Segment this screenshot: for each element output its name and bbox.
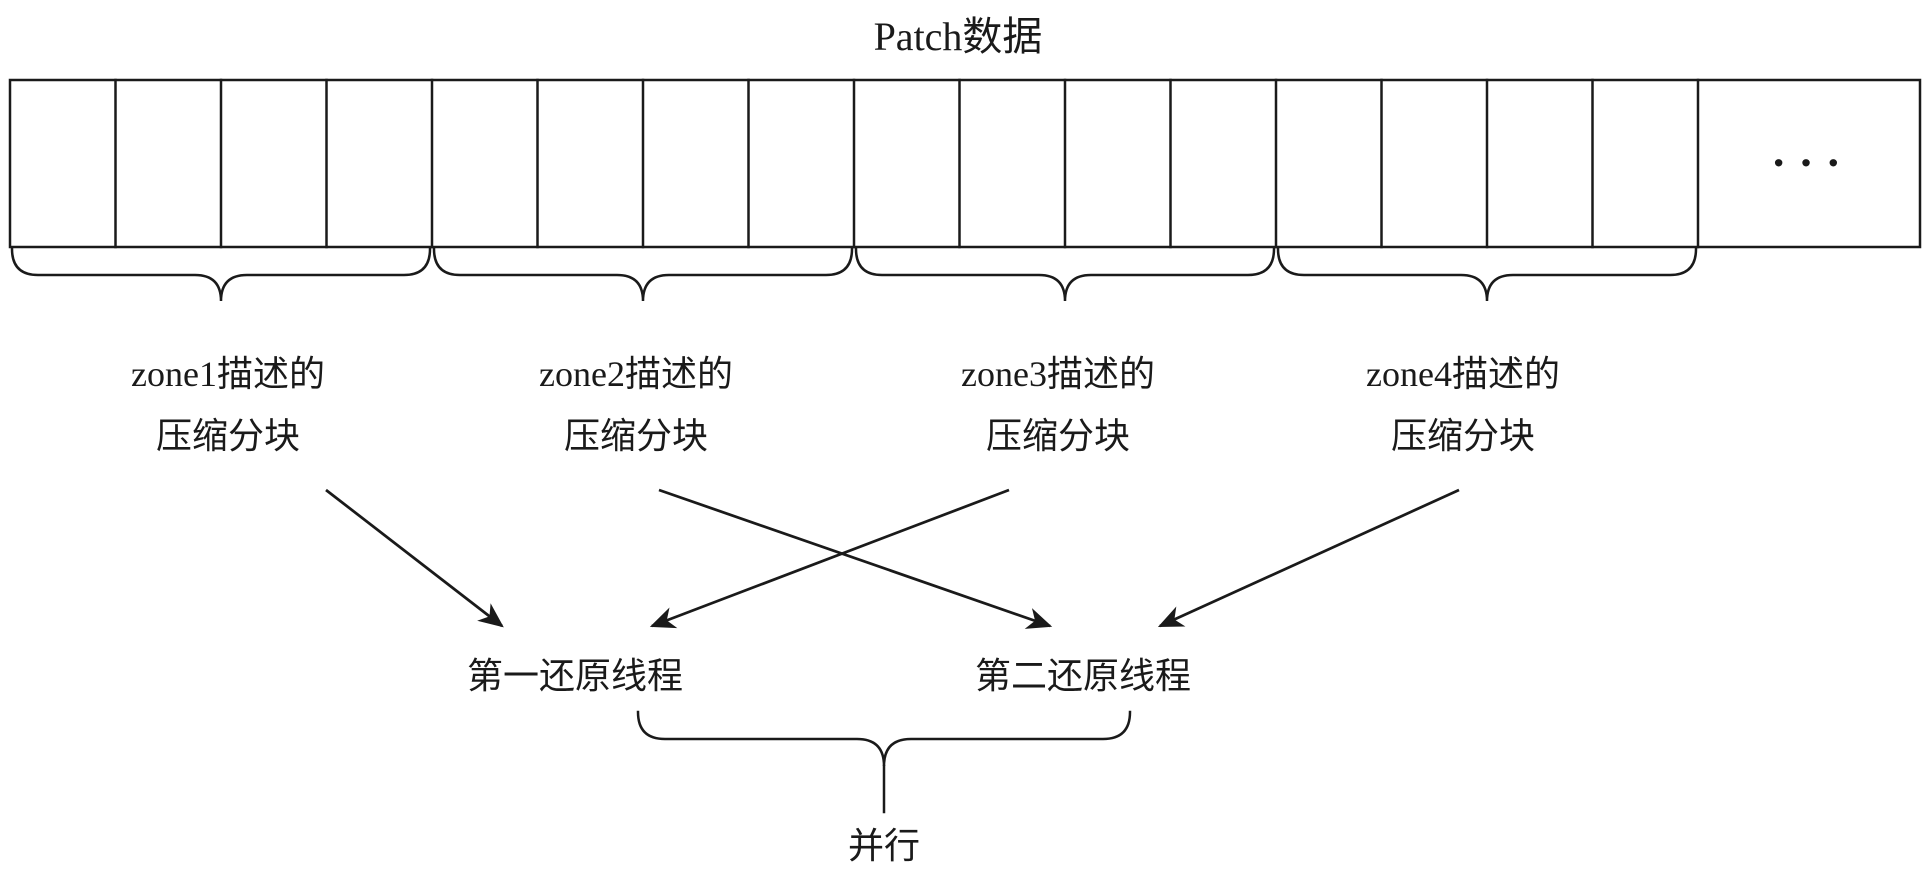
arrow-zone4-to-thread2 <box>1157 488 1460 628</box>
zone3-brace <box>854 247 1276 302</box>
zone1-label-line1: zone1描述的 <box>131 354 325 394</box>
zone2-brace <box>432 247 854 302</box>
zone1-brace <box>10 247 432 302</box>
zone4-label-line1: zone4描述的 <box>1366 354 1560 394</box>
arrow-zone1-to-thread1 <box>325 488 504 628</box>
thread1-label: 第一还原线程 <box>467 656 683 696</box>
zone3-label-line2: 压缩分块 <box>986 416 1130 456</box>
zone4-label-line2: 压缩分块 <box>1391 416 1535 456</box>
zone4-label: zone4描述的 压缩分块 <box>1366 354 1560 456</box>
parallel-brace <box>636 710 1132 767</box>
arrow-zone2-to-thread2 <box>658 488 1053 629</box>
bar-cell-dividers <box>114 78 1700 249</box>
diagram-title: Patch数据 <box>874 14 1043 59</box>
zone-to-thread-arrows <box>325 488 1460 629</box>
parallel-label: 并行 <box>848 826 920 866</box>
zone2-label: zone2描述的 压缩分块 <box>539 354 733 456</box>
zone3-label-line1: zone3描述的 <box>961 354 1155 394</box>
zone1-label: zone1描述的 压缩分块 <box>131 354 325 456</box>
zone4-brace <box>1276 247 1698 302</box>
zone3-label: zone3描述的 压缩分块 <box>961 354 1155 456</box>
zone1-label-line2: 压缩分块 <box>156 416 300 456</box>
zone2-label-line2: 压缩分块 <box>564 416 708 456</box>
zone-braces <box>10 247 1698 302</box>
ellipsis-dots: ··· <box>1771 137 1853 188</box>
zone2-label-line1: zone2描述的 <box>539 354 733 394</box>
patch-data-bar <box>8 78 1922 249</box>
thread2-label: 第二还原线程 <box>975 656 1191 696</box>
arrow-zone3-to-thread1 <box>649 488 1010 629</box>
